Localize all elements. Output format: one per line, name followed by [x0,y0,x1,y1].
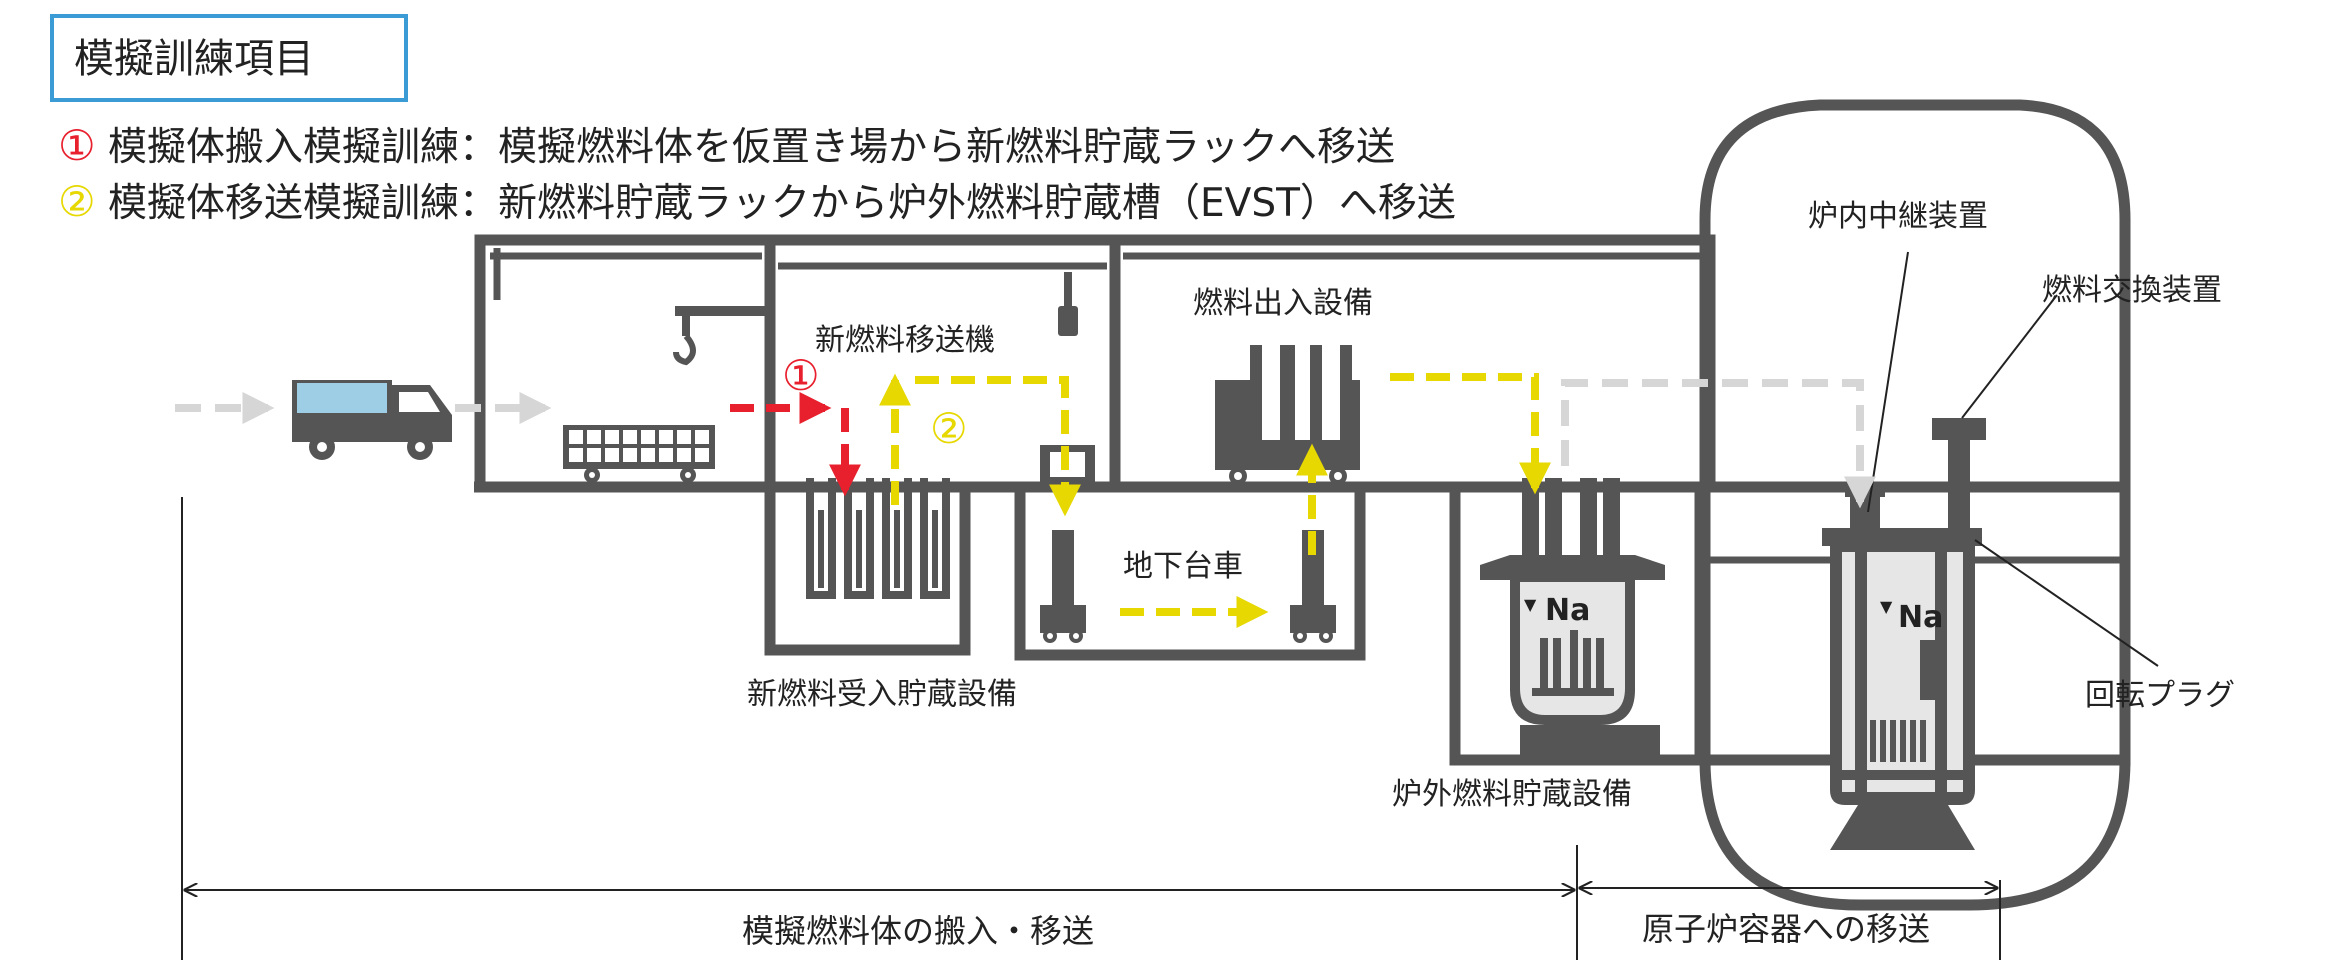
fuel-in-out-equipment [1215,345,1360,485]
fuel-exchange-device [1932,418,1986,528]
reactor-vessel: Na ▼ [1822,528,1982,850]
in-vessel-relay-device [1845,487,1885,528]
reactor-level-symbol: ▼ [1880,597,1893,616]
span-to-reactor: 原子炉容器への移送 [1642,910,1930,948]
item-2-number: ② [58,177,96,226]
route-2-marker: ② [930,404,968,453]
storage-cart-icon [563,425,715,483]
underground-cart-right [1290,530,1336,643]
evst-na-label: Na [1545,593,1590,628]
callout-lines [1867,251,2159,667]
label-new-fuel-transfer: 新燃料移送機 [815,323,995,358]
item-1-number: ① [58,121,96,170]
underground-cart-left [1040,530,1086,643]
label-new-fuel-storage: 新燃料受入貯蔵設備 [747,677,1017,712]
span-carry-in-transfer: 模擬燃料体の搬入・移送 [742,912,1094,950]
label-in-vessel-relay: 炉内中継装置 [1808,199,1988,234]
label-fuel-exchange: 燃料交換装置 [2042,273,2222,308]
label-rotating-plug: 回転プラグ [2085,678,2235,713]
label-ex-vessel-storage: 炉外燃料貯蔵設備 [1392,777,1632,812]
new-fuel-rack [806,478,950,599]
label-fuel-in-out: 燃料出入設備 [1193,286,1373,321]
truck-icon [292,380,452,460]
evst-level-symbol: ▼ [1524,595,1537,614]
route-1-marker: ① [782,351,820,400]
span-lines [181,497,2001,960]
title-box [50,14,408,102]
diagram-title: 模擬訓練項目 [74,36,314,82]
item-2-text: 模擬体移送模擬訓練：新燃料貯蔵ラックから炉外燃料貯蔵槽（EVST）へ移送 [108,181,1456,226]
reactor-na-label: Na [1898,600,1943,635]
label-underground-cart: 地下台車 [1123,549,1243,584]
route-2-arrows [879,373,1551,628]
evst-vessel: Na ▼ [1480,478,1665,725]
route-1-arrows [730,392,861,497]
gray-route [175,379,1876,509]
crane-hook-icon [673,306,765,366]
item-1-text: 模擬体搬入模擬訓練：模擬燃料体を仮置き場から新燃料貯蔵ラックへ移送 [108,125,1395,170]
